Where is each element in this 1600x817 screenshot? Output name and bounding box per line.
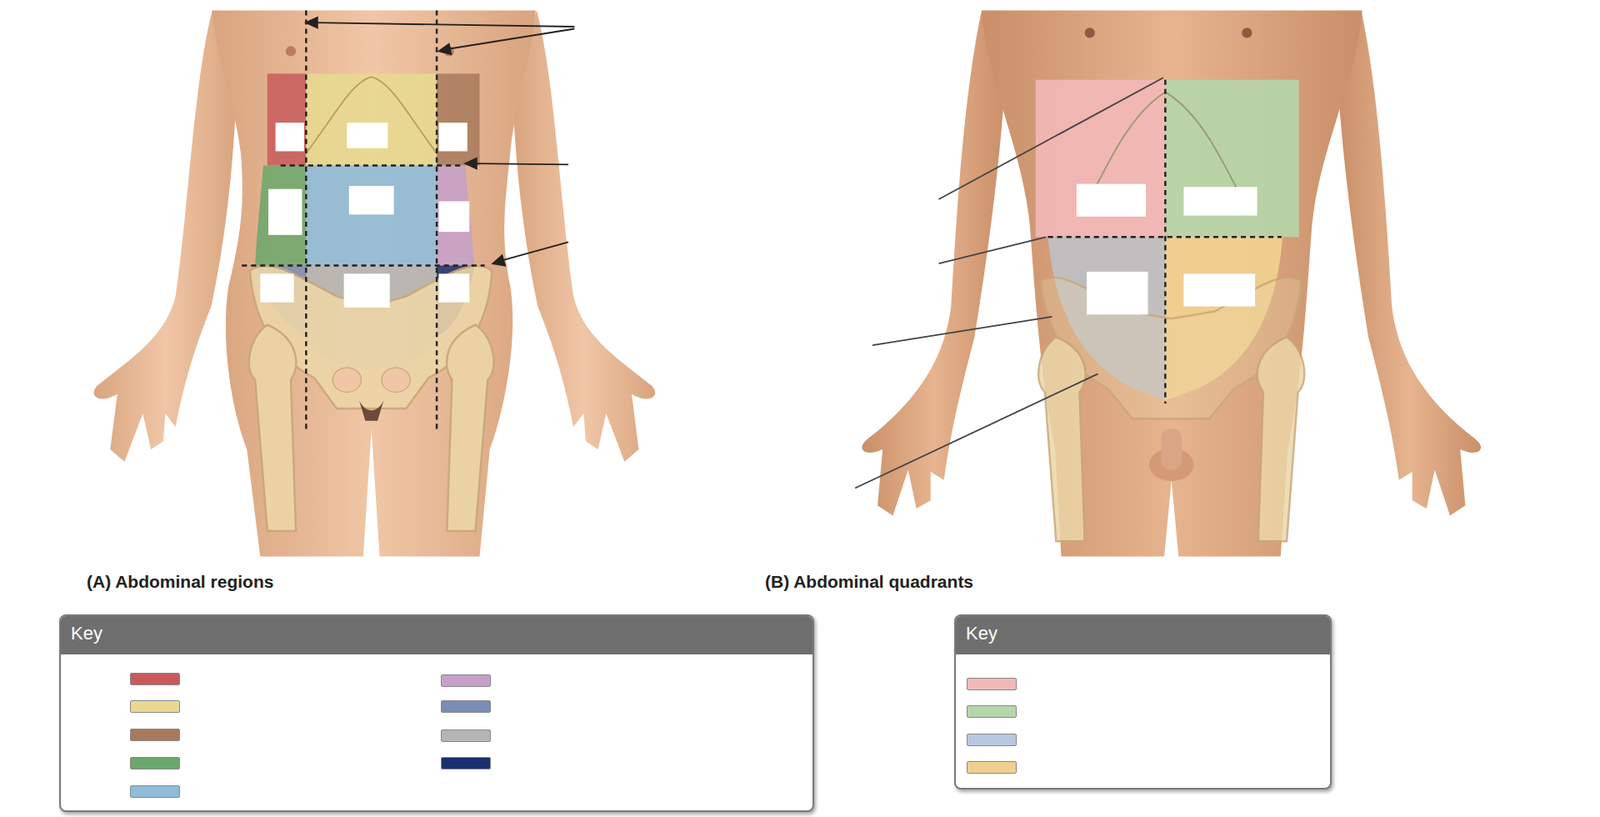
color-swatch: [966, 760, 1017, 774]
color-swatch: [440, 674, 491, 687]
figure-caption: (B) Abdominal quadrants: [765, 571, 974, 592]
color-swatch: [130, 728, 180, 741]
color-swatch: [966, 677, 1017, 690]
color-swatch: [966, 705, 1017, 718]
color-swatch: [440, 700, 491, 713]
masking-patch: [490, 647, 765, 719]
color-swatch: [130, 785, 180, 798]
color-swatch: [130, 700, 180, 713]
figure-caption: (A) Abdominal regions: [86, 571, 274, 592]
female-figure: [94, 10, 656, 556]
color-swatch: [440, 729, 491, 742]
color-swatch: [966, 733, 1017, 746]
key-panel: Key: [954, 614, 1332, 790]
color-swatch: [130, 756, 180, 770]
color-swatch: [440, 756, 491, 770]
key-heading: Key: [955, 615, 1330, 655]
color-swatch: [130, 672, 180, 685]
male-figure: [855, 10, 1481, 556]
key-panel: Key: [59, 614, 815, 812]
key-heading: Key: [60, 615, 813, 655]
